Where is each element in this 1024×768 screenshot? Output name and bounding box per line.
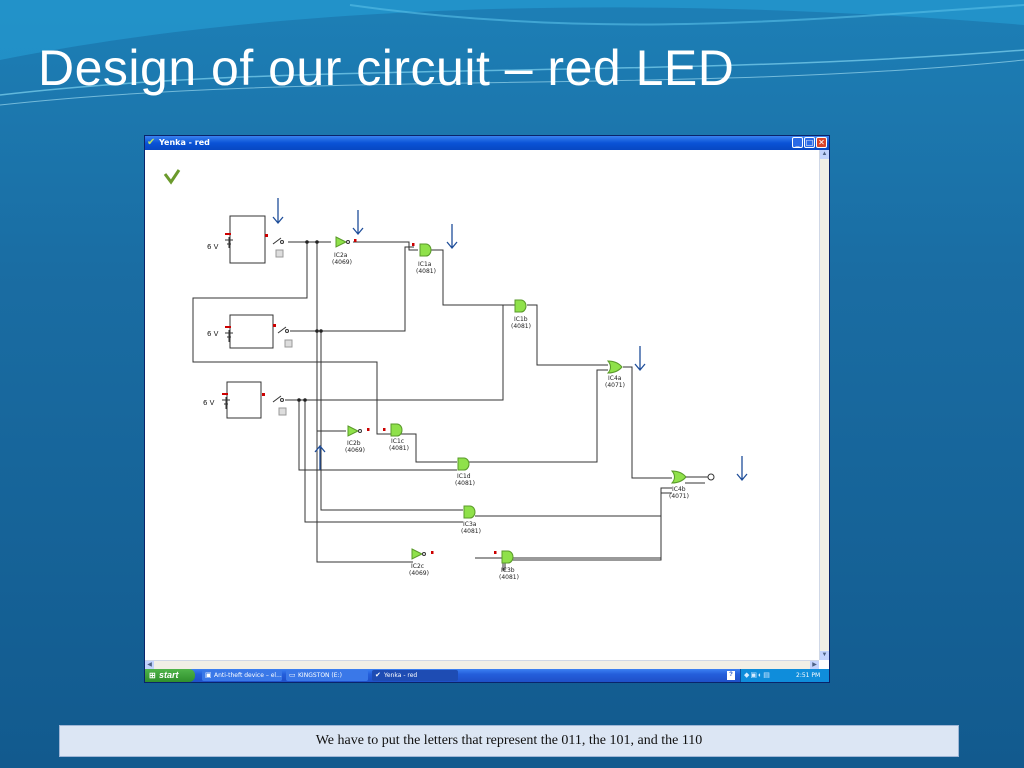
clock: 2:51 PM [796,672,821,679]
svg-text:(4081): (4081) [461,528,481,535]
arrow-down-icon [272,198,284,225]
gate-ic1a[interactable]: IC1a (4081) [412,243,436,275]
gate-ic1c[interactable]: IC1c (4081) [383,423,409,452]
taskbar: ⊞ start ▣ Anti-theft device – el... ▭ KI… [145,669,829,682]
arrow-down-icon [736,456,748,482]
gate-ic3a[interactable]: IC3a (4081) [461,505,481,535]
taskbar-item-label: Yenka - red [384,672,418,679]
battery-3-label: 6 V [203,399,215,407]
arrow-down-icon [352,210,364,236]
windows-flag-icon: ⊞ [149,671,156,680]
window-title: Yenka - red [159,138,210,147]
gate-ic1d[interactable]: IC1d (4081) [455,457,475,487]
help-icon[interactable]: ? [727,671,735,680]
system-tray: ◆▣◐▤ 2:51 PM [740,669,829,682]
yenka-tool-icon[interactable] [163,169,181,185]
maximize-button[interactable]: □ [804,137,815,148]
taskbar-item-anti-theft[interactable]: ▣ Anti-theft device – el... [202,670,282,681]
circuit-canvas[interactable]: 6 V 6 V 6 V [145,150,819,660]
scroll-right-icon[interactable]: ▶ [810,661,819,669]
gate-ic4b[interactable]: IC4b (4071) [669,470,715,500]
svg-text:IC1c: IC1c [391,438,404,445]
taskbar-item-label: KINGSTON (E:) [298,672,342,679]
svg-text:IC4b: IC4b [672,486,686,493]
svg-text:(4081): (4081) [499,574,519,581]
battery-2[interactable]: 6 V [207,324,293,348]
taskbar-item-label: Anti-theft device – el... [214,672,282,679]
gate-ic2b[interactable]: IC2b (4069) [345,425,370,454]
arrow-up-icon [314,444,326,470]
slide-caption: We have to put the letters that represen… [59,725,959,757]
svg-text:IC2c: IC2c [411,563,424,570]
battery-2-label: 6 V [207,330,219,338]
wires [192,215,705,571]
svg-text:IC3a: IC3a [463,521,477,528]
svg-text:IC1a: IC1a [418,261,432,268]
svg-text:IC3b: IC3b [501,567,515,574]
slide-title: Design of our circuit – red LED [38,40,735,96]
horizontal-scrollbar[interactable]: ◀ ▶ [145,660,819,669]
arrow-down-icon [446,224,458,250]
svg-text:IC4a: IC4a [608,375,622,382]
drive-icon: ▭ [289,671,296,679]
svg-text:IC1b: IC1b [514,316,528,323]
taskbar-item-kingston[interactable]: ▭ KINGSTON (E:) [286,670,368,681]
svg-text:(4069): (4069) [345,447,365,454]
svg-text:IC1d: IC1d [457,473,471,480]
svg-text:(4081): (4081) [389,445,409,452]
powerpoint-icon: ▣ [205,671,212,679]
svg-text:(4081): (4081) [511,323,531,330]
gate-ic2a[interactable]: IC2a (4069) [332,236,357,266]
scroll-up-icon[interactable]: ▲ [820,150,829,159]
svg-text:(4071): (4071) [669,493,689,500]
gate-ic3b[interactable]: IC3b (4081) [494,550,519,581]
svg-text:(4069): (4069) [332,259,352,266]
svg-text:(4071): (4071) [605,382,625,389]
close-button[interactable]: ✕ [816,137,827,148]
start-label: start [159,670,179,680]
svg-text:(4069): (4069) [409,570,429,577]
battery-3[interactable]: 6 V [203,393,287,416]
svg-text:IC2b: IC2b [347,440,361,447]
yenka-icon: ✔ [147,137,156,148]
header-swoosh [0,0,1024,106]
annotation-arrows [272,198,748,482]
gate-ic4a[interactable]: IC4a (4071) [605,360,625,389]
battery-1[interactable]: 6 V [207,233,284,258]
tray-icons[interactable]: ◆▣◐▤ [744,672,771,679]
svg-text:(4081): (4081) [416,268,436,275]
scroll-down-icon[interactable]: ▼ [820,651,829,660]
taskbar-item-yenka[interactable]: ✔ Yenka - red [372,670,458,681]
minimize-button[interactable]: _ [792,137,803,148]
battery-1-label: 6 V [207,243,219,251]
svg-text:(4081): (4081) [455,480,475,487]
start-button[interactable]: ⊞ start [145,669,195,682]
yenka-window: ✔ Yenka - red _ □ ✕ [144,135,830,683]
gate-ic1b[interactable]: IC1b (4081) [511,299,531,330]
junction-dots [297,240,323,402]
window-titlebar[interactable]: ✔ Yenka - red _ □ ✕ [145,136,829,150]
arrow-down-icon [634,346,646,372]
svg-text:IC2a: IC2a [334,252,348,259]
gate-ic2c[interactable]: IC2c (4069) [409,548,434,577]
yenka-icon: ✔ [375,671,381,679]
vertical-scrollbar[interactable]: ▲ ▼ [819,150,829,660]
scroll-left-icon[interactable]: ◀ [145,661,154,669]
